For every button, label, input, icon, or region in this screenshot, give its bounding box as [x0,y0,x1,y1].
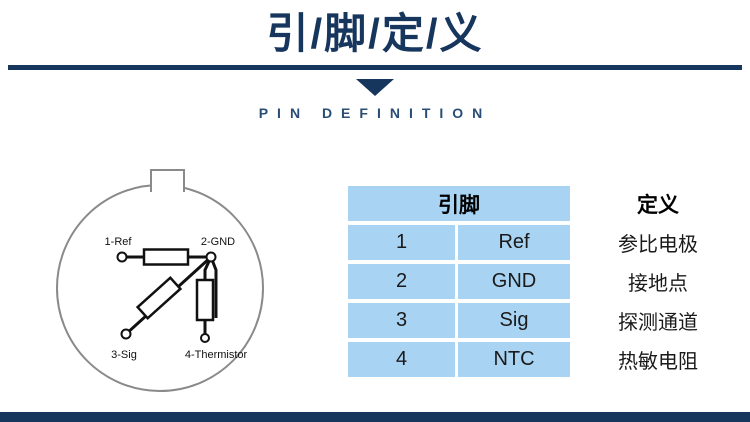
page-title: 引/脚/定/义 [266,10,484,57]
divider-line [8,65,742,71]
table-row-3-num: 3 [348,303,455,338]
bottom-accent-bar [0,412,750,422]
table-row-3-name: Sig [458,303,570,338]
pin-1-label: 1-Ref [105,236,133,248]
pin-4-label: 4-Thermistor [185,349,248,361]
table-row-1-num: 1 [348,225,455,260]
table-header-definition: 定义 [573,186,743,221]
page-subtitle: PIN DEFINITION [258,105,492,122]
resistor-3-2 [135,275,183,321]
table-row-2-name: GND [458,264,570,299]
table-row-3-definition: 探测通道 [573,303,743,338]
pin-3-terminal [120,328,132,340]
table-row-2-num: 2 [348,264,455,299]
table-row-1-name: Ref [458,225,570,260]
sensor-pin-diagram: 1-Ref 2-GND 3-Sig 4-Thermistor [56,169,264,392]
sensor-tab [150,169,185,192]
pin-definition-table: 引脚 定义 1 Ref 参比电极 2 GND 接地点 3 Sig 探测通道 4 … [348,186,743,377]
pin-3-label: 3-Sig [111,349,137,361]
table-row-4-definition: 热敏电阻 [573,342,743,377]
pin-1-terminal [116,251,128,263]
table-row-4-num: 4 [348,342,455,377]
table-header-pin: 引脚 [348,186,570,221]
table-row-4-name: NTC [458,342,570,377]
pin-2-terminal [205,251,217,263]
resistor-1-2 [142,248,190,266]
table-row-1-definition: 参比电极 [573,225,743,260]
pin-2-label: 2-GND [201,236,235,248]
down-triangle-icon [356,79,394,97]
pin-4-terminal [200,333,210,343]
thermistor-body [195,278,215,322]
table-row-2-definition: 接地点 [573,264,743,299]
